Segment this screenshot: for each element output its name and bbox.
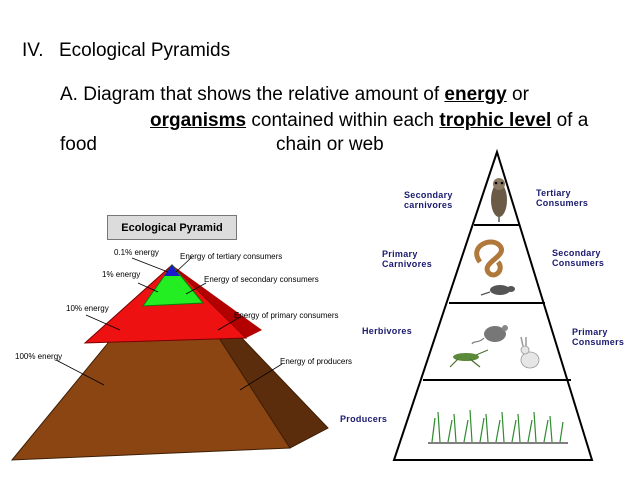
desc-label-producers: Energy of producers (280, 357, 353, 366)
label-producers: Producers (340, 414, 388, 424)
section-number: IV. (22, 40, 44, 61)
energy-label-10: 10% energy (66, 304, 109, 313)
section-title: Ecological Pyramids (59, 40, 231, 61)
grasshopper-icon (449, 349, 489, 368)
body-text: or (506, 84, 529, 105)
pyramid-outline (392, 148, 594, 461)
rabbit-icon (520, 336, 540, 369)
term-trophic-level: trophic level (439, 110, 552, 131)
label-secondary-carnivores: Secondary carnivores (404, 190, 453, 210)
desc-label-primary: Energy of primary consumers (234, 311, 339, 320)
desc-label-secondary: Energy of secondary consumers (204, 275, 319, 284)
energy-label-100: 100% energy (15, 352, 63, 361)
body-line-3b: chain or web (276, 134, 384, 155)
shrew-icon (480, 285, 515, 296)
secondary-consumers-level (141, 264, 205, 307)
body-line-1: A. Diagram that shows the relative amoun… (60, 84, 529, 106)
term-energy: energy (444, 84, 507, 105)
body-text: A. Diagram that shows the relative amoun… (60, 84, 445, 105)
snake-icon (474, 239, 505, 278)
left-pyramid-title: Ecological Pyramid (107, 215, 237, 240)
body-text: contained within each (246, 110, 440, 131)
primary-consumers-level-side (172, 265, 262, 338)
energy-label-0-1: 0.1% energy (114, 248, 159, 257)
tertiary-consumers-level (164, 265, 180, 276)
label-primary-consumers: Primary Consumers (572, 327, 625, 347)
body-line-2: organisms contained within each trophic … (150, 110, 588, 132)
mouse-icon (471, 325, 508, 345)
energy-label-1: 1% energy (102, 270, 141, 279)
term-organisms: organisms (150, 110, 247, 131)
grass-icon (428, 409, 568, 444)
body-line-3a: food (60, 134, 97, 155)
desc-label-tertiary: Energy of tertiary consumers (180, 252, 283, 261)
section-heading: IV. Ecological Pyramids (22, 40, 230, 62)
label-tertiary-consumers: Tertiary Consumers (536, 188, 589, 208)
body-text: of a (551, 110, 589, 131)
label-herbivores: Herbivores (362, 326, 413, 336)
owl-icon (491, 178, 507, 222)
label-primary-carnivores: Primary Carnivores (382, 249, 433, 269)
label-secondary-consumers: Secondary Consumers (552, 248, 605, 268)
